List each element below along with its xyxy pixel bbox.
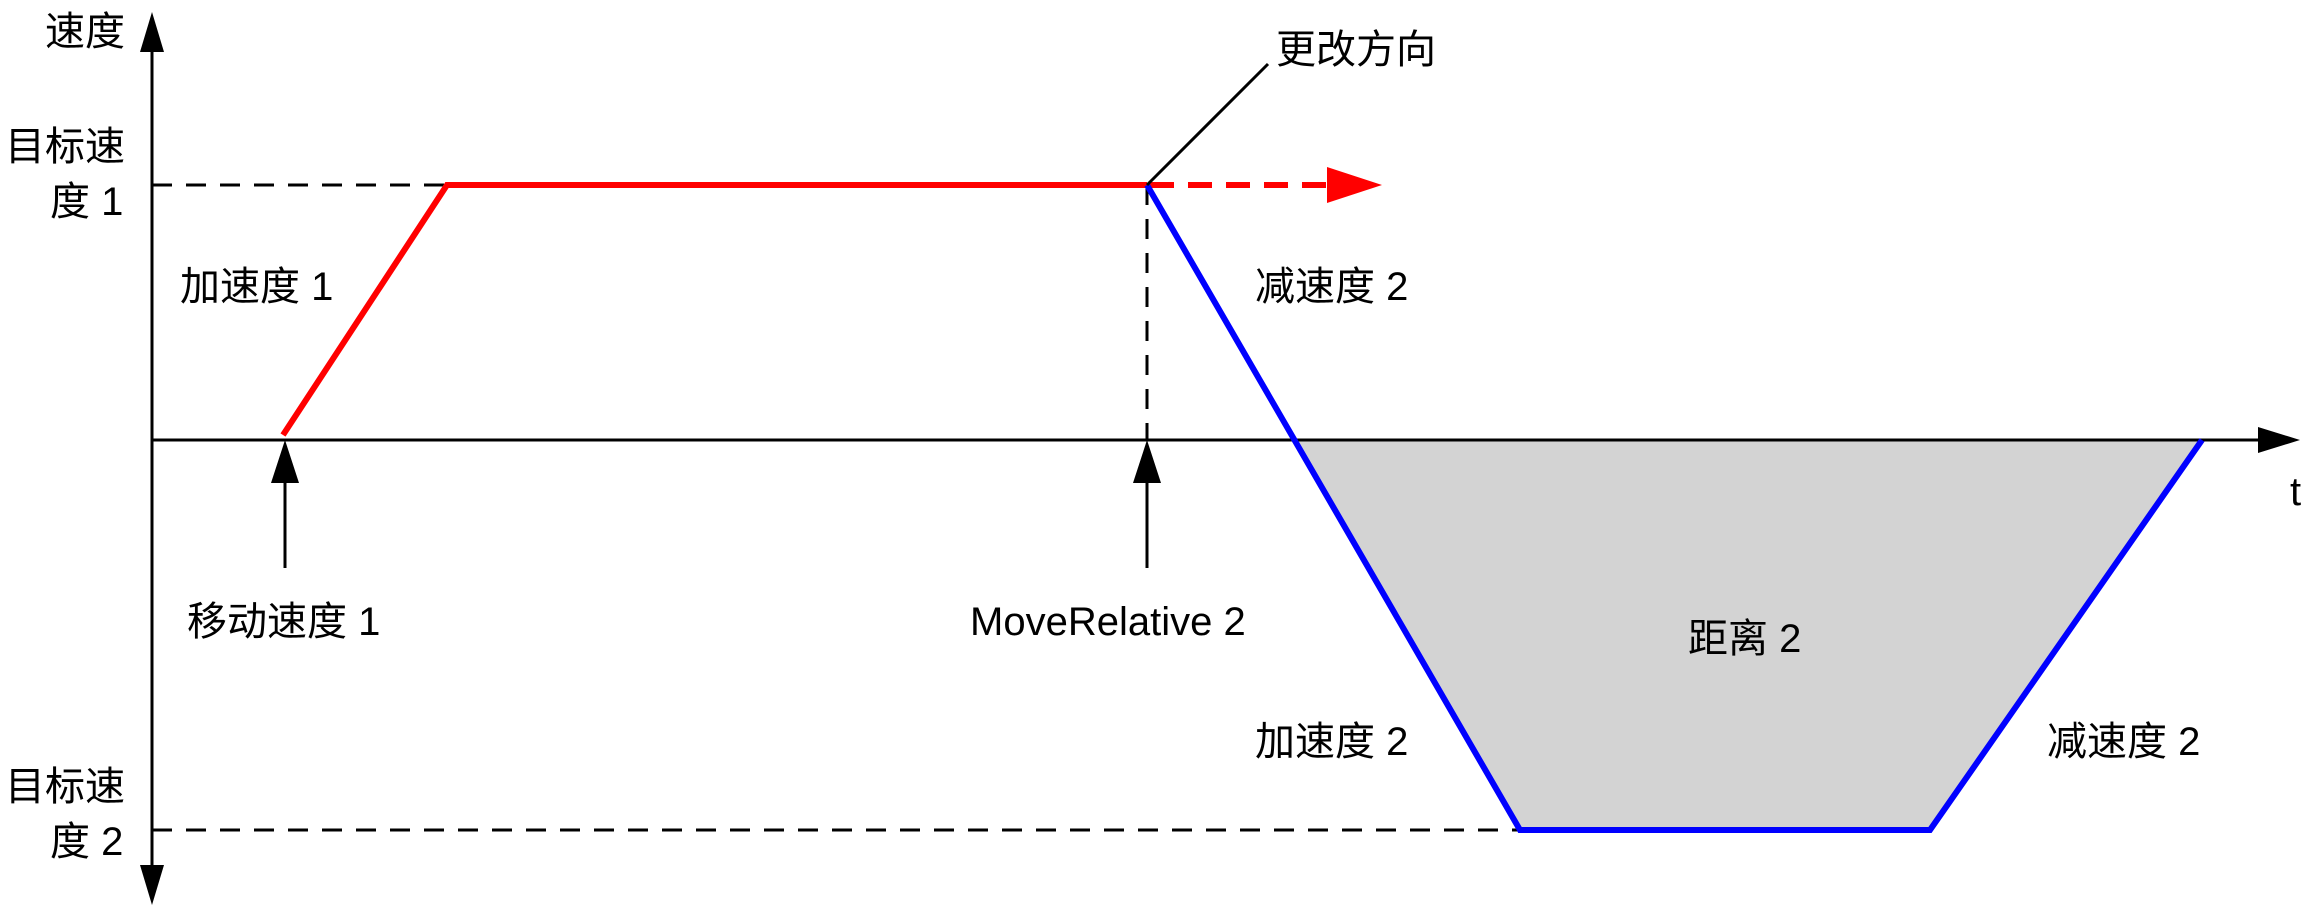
move-relative-2-event-arrow-icon [1133,440,1161,483]
target-speed-2-label-line2: 度 2 [50,820,123,864]
move-relative-2-label: MoveRelative 2 [970,600,1246,644]
deceleration-2-top-label: 减速度 2 [1255,265,1408,309]
move-velocity-1-profile [280,182,1147,437]
target-speed-2-label-line1: 目标速 [5,765,125,809]
move-velocity-1-event-arrow-icon [271,440,299,483]
change-direction-label: 更改方向 [1276,28,1436,72]
distance-2-label: 距离 2 [1688,617,1801,661]
y-axis-label: 速度 [45,10,125,54]
continuation-arrow-icon [1327,167,1382,203]
move-relative-2-profile [1144,183,2205,833]
y-axis-arrow-up-icon [140,12,164,52]
x-axis-label: t [2290,470,2301,514]
acceleration-2-label: 加速度 2 [1255,720,1408,764]
acceleration-1-label: 加速度 1 [180,265,333,309]
x-axis-arrow-icon [2258,427,2300,453]
y-axis-arrow-down-icon [140,865,164,905]
target-speed-1-label-line1: 目标速 [5,125,125,169]
target-speed-1-label-line2: 度 1 [50,180,123,224]
move-velocity-1-label: 移动速度 1 [187,600,380,644]
deceleration-2-bottom-label: 减速度 2 [2047,720,2200,764]
distance-2-area [1294,440,2202,830]
change-direction-leader [1145,62,1270,187]
